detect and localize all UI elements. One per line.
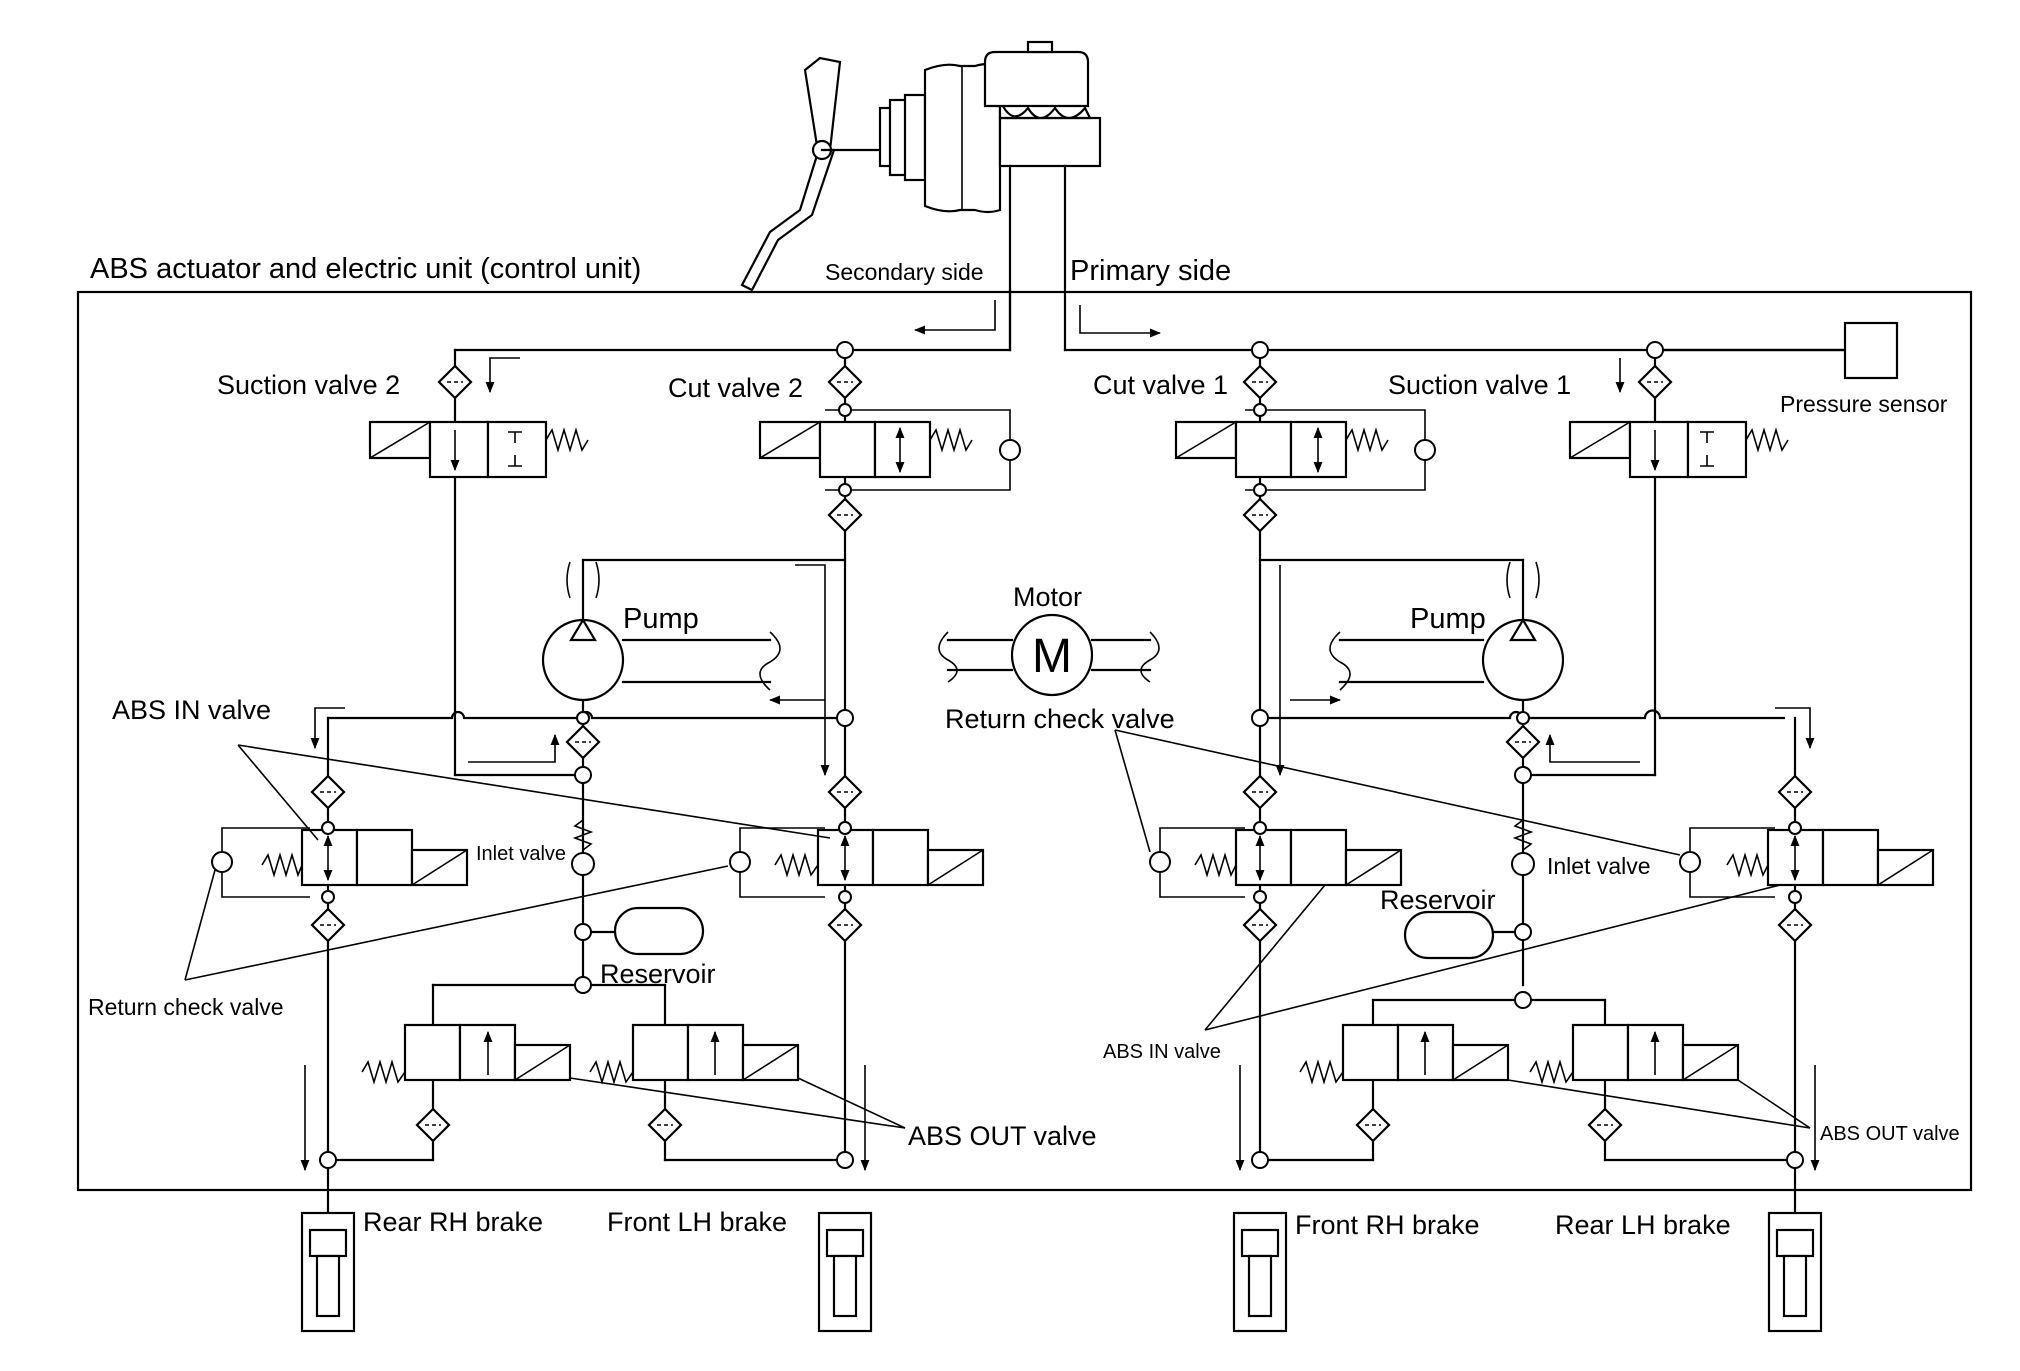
pump-right-label: Pump xyxy=(1410,603,1486,635)
junctions xyxy=(319,341,1804,1169)
return-check-valve-left-label: Return check valve xyxy=(88,994,284,1020)
secondary-side-label: Secondary side xyxy=(825,259,984,285)
abs-in-valve-front-lh xyxy=(729,828,985,887)
abs-out-valve-rear-lh xyxy=(1529,1023,1740,1085)
inlet-valve-left xyxy=(571,819,595,876)
cut-valve-1-label: Cut valve 1 xyxy=(1093,370,1228,400)
abs-in-valve-left-label: ABS IN valve xyxy=(112,695,271,725)
abs-out-valve-front-rh xyxy=(1299,1023,1510,1085)
pump-left-label: Pump xyxy=(623,603,699,635)
inlet-valve-right xyxy=(1511,819,1535,876)
unit-frame xyxy=(76,290,1973,1192)
abs-in-valve-right-label: ABS IN valve xyxy=(1103,1041,1221,1063)
abs-in-valve-front-rh xyxy=(1149,828,1403,887)
abs-in-valve-rear-lh xyxy=(1679,828,1935,887)
motor-symbol: M xyxy=(1032,630,1072,683)
motor: M xyxy=(938,613,1160,697)
reservoir-right-label: Reservoir xyxy=(1380,885,1496,915)
brake-cylinder-rear-rh xyxy=(300,1211,356,1333)
brake-cylinder-front-lh xyxy=(817,1211,873,1333)
suction-valve-1-label: Suction valve 1 xyxy=(1388,370,1571,400)
abs-out-valve-rear-rh xyxy=(361,1023,572,1085)
reservoir-left-tank xyxy=(613,906,705,956)
front-rh-brake-label: Front RH brake xyxy=(1295,1210,1480,1240)
labels: ABS actuator and electric unit (control … xyxy=(88,253,1960,1240)
front-lh-brake-label: Front LH brake xyxy=(607,1207,787,1237)
cut-valve-2 xyxy=(758,420,1021,479)
inlet-valve-left-label: Inlet valve xyxy=(476,843,566,865)
leader-lines xyxy=(184,729,1811,1129)
abs-in-valve-rear-rh xyxy=(211,828,469,887)
pressure-sensor-label: Pressure sensor xyxy=(1780,391,1948,417)
reservoir-left-label: Reservoir xyxy=(600,959,716,989)
abs-out-valve-left-label: ABS OUT valve xyxy=(908,1121,1097,1151)
motor-label: Motor xyxy=(1013,582,1082,612)
master-cylinder-assembly xyxy=(740,40,1102,352)
filters xyxy=(310,364,1813,1143)
cut-valve-1 xyxy=(1174,420,1436,479)
inlet-valve-right-label: Inlet valve xyxy=(1547,853,1651,879)
reservoir-right-tank xyxy=(1403,910,1495,960)
rear-lh-brake-label: Rear LH brake xyxy=(1555,1210,1731,1240)
brake-cylinder-rear-lh xyxy=(1767,1211,1823,1333)
flow-arrows xyxy=(300,357,1820,1172)
suction-valve-2-label: Suction valve 2 xyxy=(217,370,400,400)
pump-right xyxy=(1329,561,1565,702)
suction-valve-1 xyxy=(1568,420,1789,479)
return-check-valve-center-label: Return check valve xyxy=(945,704,1175,734)
rear-rh-brake-label: Rear RH brake xyxy=(363,1207,543,1237)
suction-valve-2 xyxy=(368,420,589,479)
pump-left xyxy=(541,561,781,702)
brake-cylinder-front-rh xyxy=(1232,1211,1288,1333)
abs-out-valve-front-lh xyxy=(589,1023,800,1085)
unit-title-label: ABS actuator and electric unit (control … xyxy=(90,253,641,285)
primary-side-label: Primary side xyxy=(1070,255,1231,287)
cut-valve-2-label: Cut valve 2 xyxy=(668,373,803,403)
abs-out-valve-right-label: ABS OUT valve xyxy=(1820,1123,1960,1145)
